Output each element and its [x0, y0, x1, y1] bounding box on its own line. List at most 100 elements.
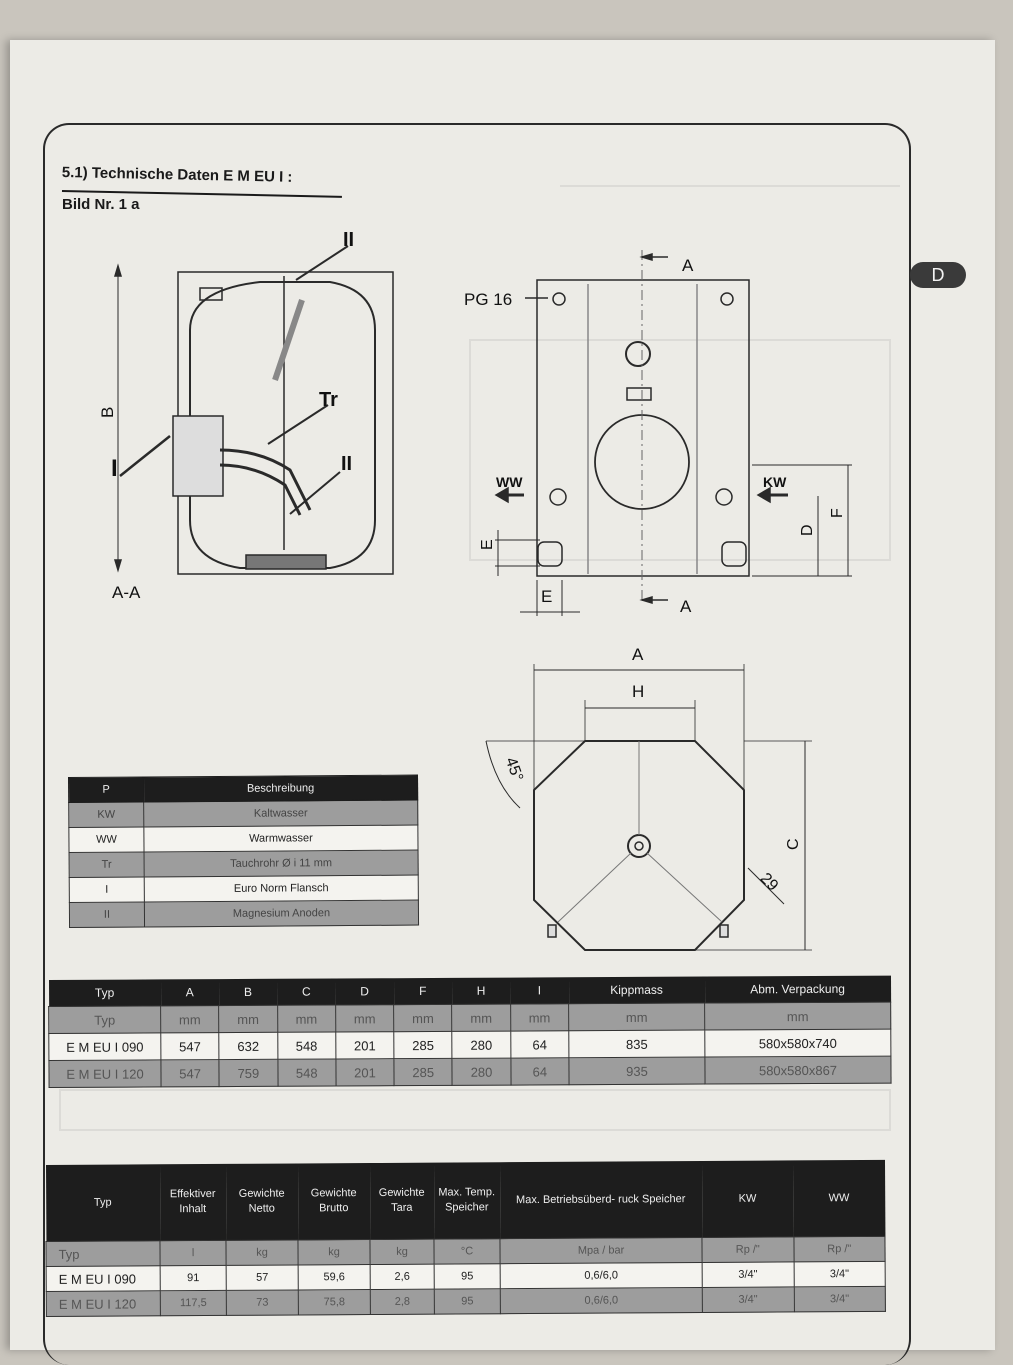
cell-b: 759	[219, 1059, 278, 1087]
cell-verpackung: 580x580x867	[704, 1056, 892, 1085]
cell-description: Magnesium Anoden	[144, 900, 419, 927]
cell-f: 285	[394, 1058, 453, 1086]
label-a-top: A	[682, 256, 694, 275]
front-housing	[536, 279, 750, 577]
unit-cell: Rp /"	[701, 1236, 794, 1263]
header-tara: Gewichte Tara	[369, 1162, 434, 1240]
cell-inhalt: 117,5	[160, 1290, 227, 1316]
cell-brutto: 75,8	[298, 1289, 371, 1315]
cell-a: 547	[160, 1032, 220, 1060]
table-row: E M EU I 120 117,5 73 75,8 2,8 95 0,6/6,…	[46, 1286, 886, 1317]
figure-caption: Bild Nr. 1 a	[62, 196, 140, 213]
heating-element	[219, 448, 312, 511]
label-e-vertical: E	[479, 539, 496, 550]
header-druck: Max. Betriebsüberd- ruck Speicher	[499, 1160, 702, 1239]
cell-f: 285	[393, 1031, 453, 1059]
label-45-degrees: 45°	[502, 755, 526, 784]
unit-cell: kg	[225, 1239, 299, 1266]
cell-description: Kaltwasser	[143, 800, 418, 827]
header-ww: WW	[792, 1159, 885, 1237]
cell-kw: 3/4"	[702, 1261, 794, 1288]
weights-header: Typ Effektiver Inhalt Gewichte Netto Gew…	[45, 1159, 885, 1242]
unit-cell: mm	[452, 1004, 511, 1032]
document-page	[10, 40, 995, 1350]
side-view	[113, 245, 394, 575]
cell-typ: E M EU I 120	[48, 1059, 162, 1088]
header-temp: Max. Temp. Speicher	[433, 1162, 500, 1240]
header-beschreibung: Beschreibung	[143, 775, 418, 802]
unit-cell: mm	[704, 1002, 891, 1031]
cell-h: 280	[452, 1031, 511, 1059]
unit-cell: mm	[218, 1005, 278, 1033]
unit-cell: Typ	[45, 1240, 161, 1267]
immersion-tube	[272, 299, 305, 381]
cell-kippmass: 835	[568, 1030, 705, 1058]
cell-typ: E M EU I 090	[48, 1032, 161, 1061]
unit-cell: mm	[393, 1004, 453, 1032]
label-d: D	[799, 524, 816, 536]
cell-inhalt: 91	[160, 1265, 227, 1291]
label-e: E	[541, 587, 552, 606]
header-kw: KW	[701, 1160, 794, 1238]
unit-cell: l	[159, 1240, 227, 1266]
unit-cell: Typ	[48, 1005, 161, 1034]
label-f: F	[829, 508, 846, 518]
cell-druck: 0,6/6,0	[500, 1287, 703, 1314]
cell-code: I	[69, 876, 145, 903]
label-kw: KW	[763, 474, 787, 490]
cell-c: 548	[277, 1031, 336, 1060]
header-d: D	[335, 978, 394, 1005]
unit-cell: mm	[568, 1003, 705, 1031]
cell-netto: 73	[226, 1289, 299, 1316]
header-kippmass: Kippmass	[568, 976, 705, 1004]
label-a-bottom: A	[680, 597, 692, 616]
unit-cell: kg	[369, 1239, 435, 1265]
cell-netto: 57	[226, 1264, 299, 1291]
header-p: P	[68, 776, 144, 803]
header-c: C	[277, 978, 336, 1006]
cell-code: KW	[68, 801, 144, 828]
cell-tara: 2,6	[370, 1264, 435, 1290]
unit-cell: mm	[277, 1004, 336, 1033]
unit-cell: mm	[510, 1003, 569, 1032]
cell-brutto: 59,6	[298, 1264, 371, 1290]
header-brutto: Gewichte Brutto	[297, 1163, 370, 1240]
cell-d: 201	[335, 1058, 395, 1086]
cell-ww: 3/4"	[793, 1286, 886, 1312]
header-a: A	[160, 979, 219, 1006]
label-29: 29	[757, 870, 782, 895]
cell-kw: 3/4"	[702, 1286, 794, 1313]
header-verpackung: Abm. Verpackung	[704, 975, 891, 1004]
cell-description: Tauchrohr Ø i 11 mm	[144, 850, 419, 877]
front-view	[494, 250, 852, 616]
heating-element-2	[219, 463, 302, 516]
table-row: E M EU I 120 547 759 548 201 285 280 64 …	[48, 1056, 892, 1088]
unit-cell: mm	[335, 1004, 394, 1032]
label-tr: Tr	[319, 389, 338, 411]
label-a-width: A	[632, 645, 644, 664]
label-pg16: PG 16	[464, 290, 512, 309]
header-typ: Typ	[48, 979, 161, 1007]
weights-table: Typ Effektiver Inhalt Gewichte Netto Gew…	[45, 1159, 886, 1317]
unit-cell: mm	[160, 1005, 220, 1033]
cell-tara: 2,8	[370, 1289, 435, 1315]
label-b: B	[98, 407, 117, 418]
header-h: H	[451, 977, 511, 1005]
cell-ww: 3/4"	[793, 1261, 886, 1287]
content-frame	[43, 123, 911, 1365]
header-typ: Typ	[45, 1164, 160, 1242]
cell-code: II	[69, 901, 145, 928]
cell-verpackung: 580x580x740	[704, 1029, 891, 1058]
label-h: H	[632, 682, 644, 701]
label-c: C	[785, 838, 802, 850]
label-i: I	[111, 455, 118, 482]
cell-code: WW	[68, 826, 145, 853]
cell-temp: 95	[434, 1263, 501, 1290]
description-header: P Beschreibung	[68, 775, 418, 803]
